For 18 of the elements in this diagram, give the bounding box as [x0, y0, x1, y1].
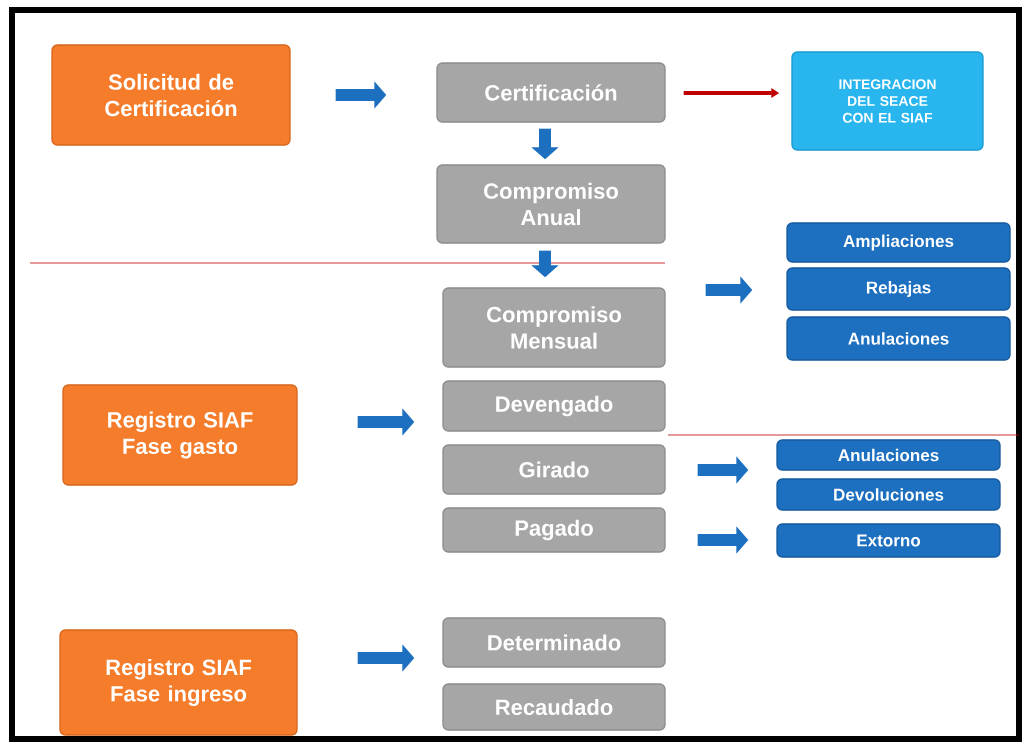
option-box: Extorno — [776, 523, 1001, 558]
option-box: Devoluciones — [776, 478, 1001, 511]
option-box: Rebajas — [786, 267, 1011, 311]
option-box: Anulaciones — [786, 316, 1011, 361]
stage-box: Registro SIAF Fase ingreso — [59, 629, 298, 736]
option-box: Anulaciones — [776, 439, 1001, 471]
phase-box: Pagado — [442, 507, 666, 553]
integration-box: INTEGRACION DEL SEACE CON EL SIAF — [791, 51, 984, 151]
option-box: Ampliaciones — [786, 222, 1011, 263]
stage-box: Registro SIAF Fase gasto — [62, 384, 298, 486]
phase-box: Devengado — [442, 380, 666, 432]
phase-box: Certificación — [436, 62, 666, 123]
phase-box: Girado — [442, 444, 666, 495]
stage-box: Solicitud de Certificación — [51, 44, 291, 146]
phase-box: Determinado — [442, 617, 666, 668]
phase-box: Recaudado — [442, 683, 666, 731]
phase-box: Compromiso Mensual — [442, 287, 666, 368]
phase-box: Compromiso Anual — [436, 164, 666, 244]
